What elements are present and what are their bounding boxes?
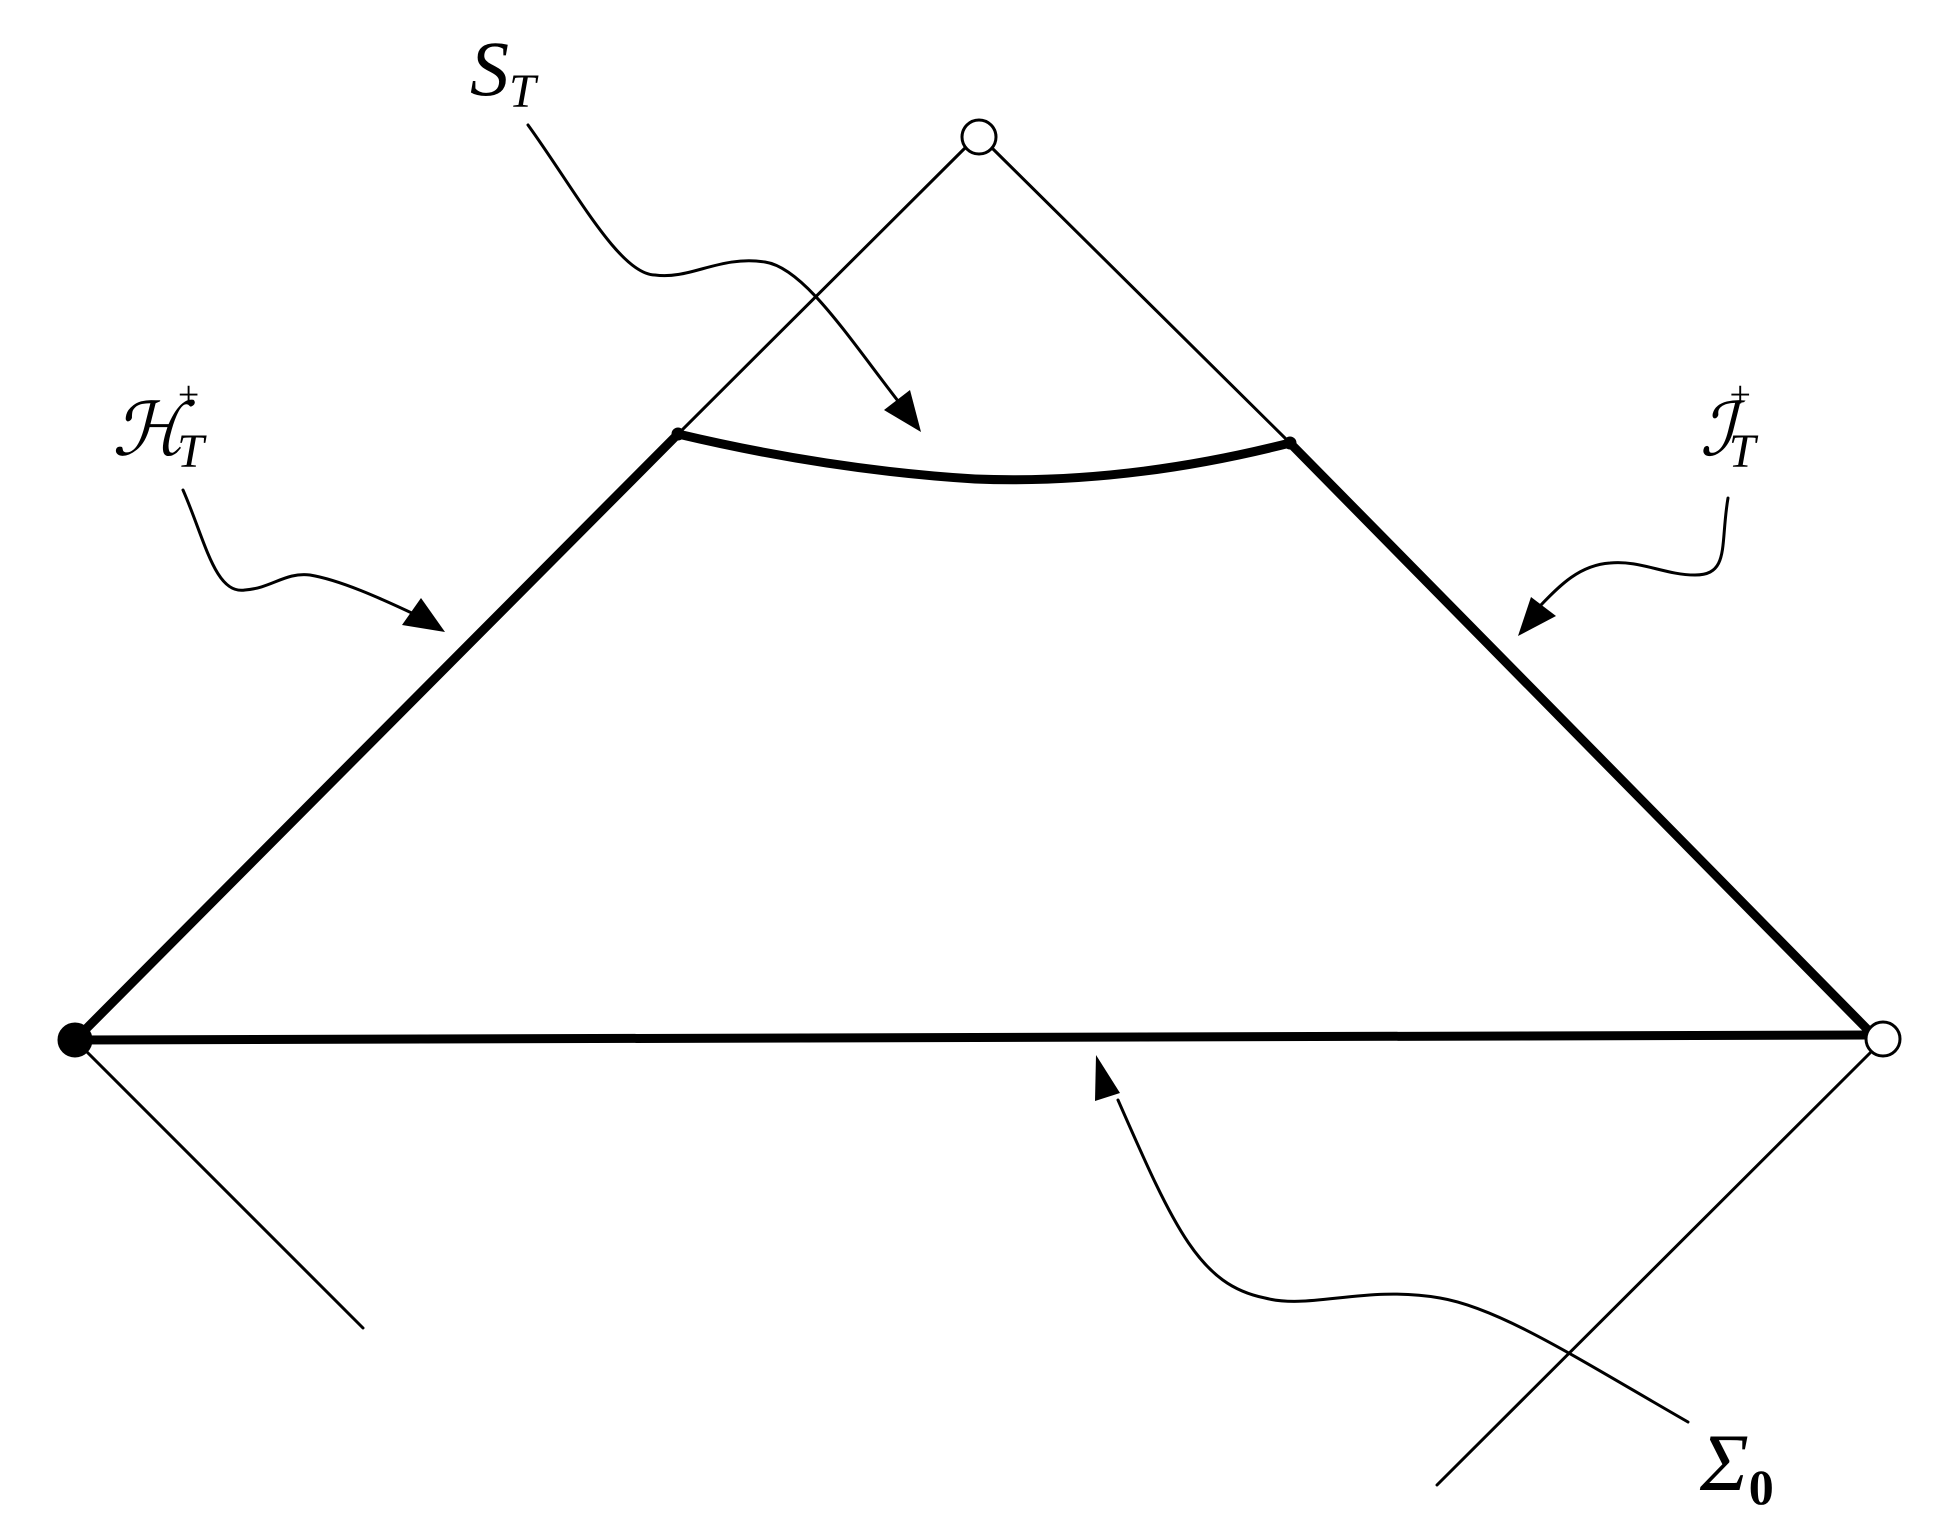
scri-pointer-curve <box>1538 496 1730 608</box>
horizon-segment <box>70 429 683 1045</box>
s-t-label: ST <box>470 25 539 118</box>
scri-arrowhead <box>1518 597 1556 636</box>
bifurcation-point <box>57 1022 93 1058</box>
right-upper-thin-null-line <box>990 146 1292 445</box>
s-t-slice <box>673 429 1295 485</box>
sigma-pointer-curve <box>1116 1098 1690 1424</box>
horizon-pointer-curve <box>181 488 418 617</box>
left-lower-null-line <box>73 1038 365 1330</box>
sigma-label: Σ0 <box>1699 1417 1774 1515</box>
scri-segment <box>1285 438 1873 1035</box>
sigma-arrowhead <box>1095 1055 1120 1101</box>
spacelike-infinity-point <box>1864 1020 1902 1058</box>
scri-label: ℐT+ <box>1700 374 1759 478</box>
s-t-pointer-curve <box>526 123 907 412</box>
horizon-arrowhead <box>402 598 445 632</box>
right-lower-null-line <box>1435 1051 1872 1487</box>
left-upper-thin-null-line <box>676 146 967 436</box>
s-t-arrowhead <box>884 390 921 432</box>
horizon-label: ℋT+ <box>112 374 207 478</box>
s-t-right-endpoint <box>1283 436 1297 450</box>
sigma0-slice <box>70 1030 1873 1045</box>
timelike-infinity-point <box>960 118 998 156</box>
s-t-left-endpoint <box>671 427 685 441</box>
